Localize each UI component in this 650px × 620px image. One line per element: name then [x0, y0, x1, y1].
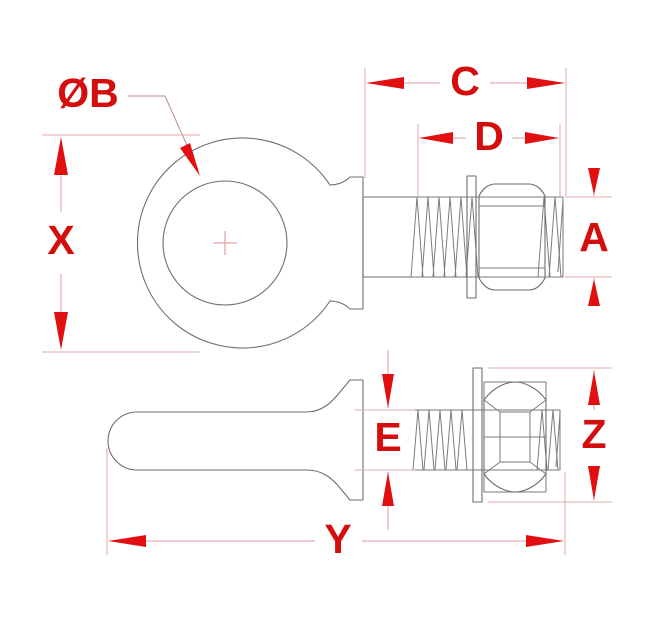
dimension-label-c: C: [450, 58, 480, 104]
hex-nut-front: [478, 183, 546, 291]
side-view: [107, 367, 561, 503]
arrow-head-x-top: [54, 137, 68, 175]
arrow-head-z-bottom: [588, 466, 600, 500]
arrow-head-c-right: [527, 77, 565, 89]
dimension-label-d: D: [474, 113, 504, 159]
dimension-label-y: Y: [324, 516, 351, 562]
arrow-head-a-bottom: [588, 279, 600, 306]
center-mark-icon: [213, 231, 237, 255]
dimension-label-a: A: [579, 214, 609, 260]
dimension-a: A: [565, 168, 612, 306]
dimension-label-e: E: [374, 414, 401, 460]
dimension-d: D: [417, 113, 561, 196]
arrow-head-e-bottom: [382, 472, 394, 506]
washer-side: [472, 367, 483, 503]
thread-crests-left-side: [412, 409, 468, 471]
dimension-e: E: [355, 350, 415, 530]
hex-nut-side: [483, 381, 547, 493]
arrow-head-z-top: [588, 371, 600, 405]
dimension-c: C: [364, 58, 567, 196]
arrow-head-d-left: [419, 132, 453, 144]
arrow-head-e-top: [382, 374, 394, 408]
arrow-head-a-top: [588, 168, 600, 195]
dimension-y: Y: [106, 448, 566, 562]
front-view: [137, 137, 564, 349]
eye-ring-outer-profile: [137, 137, 364, 349]
arrow-head-x-bottom: [54, 312, 68, 350]
eye-flat-profile: [107, 379, 364, 501]
dimension-x: X: [42, 134, 200, 353]
shank-plain-section: [362, 196, 416, 278]
arrow-head-diameter-b: [180, 143, 200, 176]
arrow-head-c-left: [366, 77, 404, 89]
arrow-head-d-right: [525, 132, 559, 144]
dimension-label-x: X: [47, 217, 74, 263]
washer: [466, 175, 477, 299]
arrow-head-y-left: [108, 535, 146, 547]
eye-bore-circle: [162, 180, 288, 306]
dimension-label-diameter-b: ØB: [57, 70, 119, 116]
dimension-z: Z: [488, 367, 612, 503]
dimension-diameter-b: ØB: [57, 70, 200, 176]
arrow-head-y-right: [526, 535, 564, 547]
dimension-label-z: Z: [581, 411, 606, 457]
